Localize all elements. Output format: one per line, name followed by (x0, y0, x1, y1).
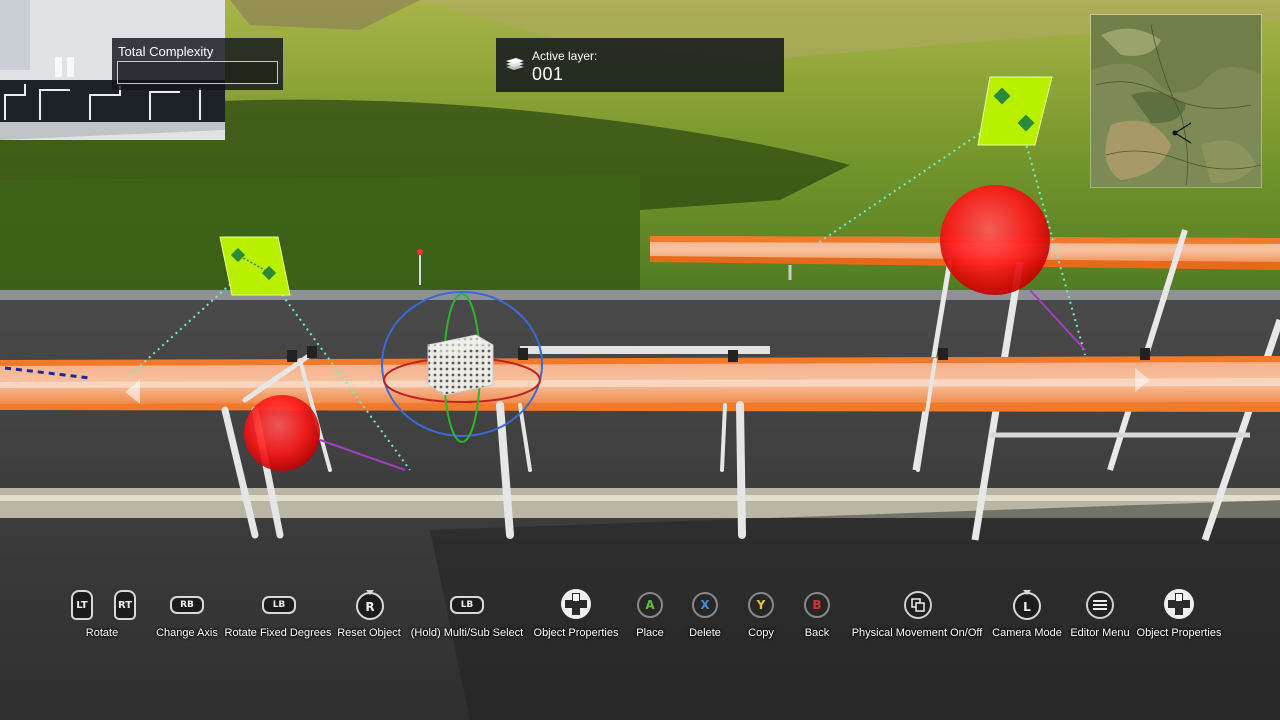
dpad-icon (561, 589, 591, 619)
red-sphere-marker (244, 395, 320, 471)
control-label: Reset Object (337, 627, 401, 639)
dpad-icon (1164, 589, 1194, 619)
a-button-icon: A (637, 592, 663, 618)
minimap-player-icon (1172, 122, 1192, 144)
main-track (0, 346, 1280, 412)
waypoint-marker (977, 76, 1053, 146)
active-layer-value: 001 (532, 64, 564, 84)
control-label: Change Axis (156, 627, 218, 639)
waypoint-marker (219, 236, 291, 296)
complexity-meter (117, 61, 278, 84)
control-label: Object Properties (533, 627, 619, 639)
red-sphere-marker (940, 185, 1050, 295)
road-curb (0, 488, 1280, 518)
menu-icon (1086, 591, 1114, 619)
control-label: Place (636, 627, 664, 639)
active-layer-panel: Active layer: 001 (496, 38, 784, 92)
right-stick-icon: R (356, 590, 384, 620)
left-stick-icon: L (1013, 590, 1041, 620)
control-label: Copy (748, 627, 774, 639)
left-stick-letter: L (1023, 600, 1031, 614)
rt-button-icon: RT (114, 590, 136, 620)
control-label: Back (804, 627, 830, 639)
control-label: Rotate (85, 627, 119, 639)
control-label: Physical Movement On/Off (851, 627, 983, 639)
control-label: Delete (689, 627, 721, 639)
control-label: (Hold) Multi/Sub Select (410, 627, 524, 639)
b-button-icon: B (804, 592, 830, 618)
layers-icon (506, 58, 524, 70)
minimap[interactable] (1090, 14, 1262, 188)
complexity-panel: Total Complexity (112, 38, 283, 90)
control-label: Camera Mode (992, 627, 1062, 639)
control-label: Rotate Fixed Degrees (224, 627, 332, 639)
selected-object-gizmo[interactable] (381, 291, 543, 443)
pause-icon[interactable] (55, 57, 77, 77)
control-label: Editor Menu (1070, 627, 1130, 639)
lb-button-icon: LB (450, 596, 484, 614)
complexity-title: Total Complexity (118, 44, 214, 59)
right-stick-letter: R (365, 600, 374, 614)
rb-button-icon: RB (170, 596, 204, 614)
y-button-icon: Y (748, 592, 774, 618)
control-label: Object Properties (1136, 627, 1222, 639)
lt-button-icon: LT (71, 590, 93, 620)
control-hints-bar: LT RT Rotate RB Change Axis LB Rotate Fi… (0, 585, 1280, 645)
active-layer-label: Active layer: (532, 49, 598, 63)
x-button-icon: X (692, 592, 718, 618)
lb-button-icon: LB (262, 596, 296, 614)
view-button-icon (904, 591, 932, 619)
